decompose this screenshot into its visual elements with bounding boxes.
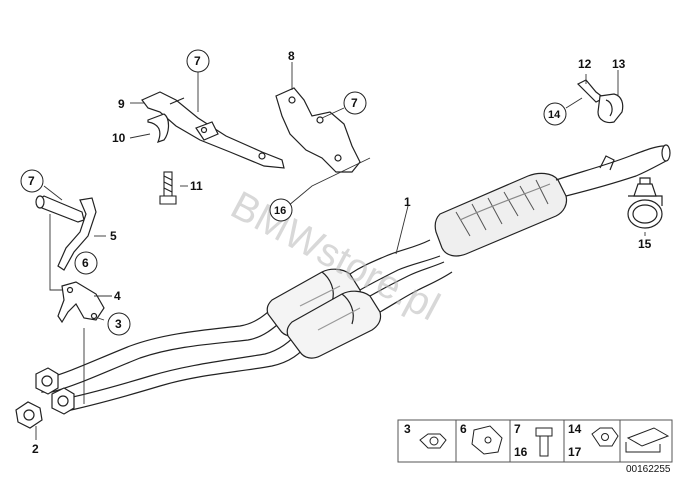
front-catalytic-converter-lower[interactable] — [286, 290, 382, 359]
callout-14: 14 — [548, 109, 561, 121]
clip-nut-icon — [471, 425, 503, 455]
callout-14-circle — [543, 102, 567, 126]
hex-nut-icon — [591, 427, 619, 447]
leader-lines — [35, 62, 646, 440]
callout-7b-circle — [186, 49, 210, 73]
callout-12: 12 — [578, 57, 592, 71]
callout-8: 8 — [288, 49, 295, 63]
callout-3: 3 — [115, 317, 122, 331]
manifold-flanges[interactable] — [35, 367, 75, 415]
legend-label-17: 17 — [568, 445, 582, 459]
callout-11: 11 — [190, 179, 203, 193]
callout-15: 15 — [638, 237, 652, 251]
callout-16: 16 — [274, 205, 286, 217]
flange-nut-icon — [419, 433, 447, 449]
callout-4: 4 — [114, 289, 121, 303]
legend-label-6: 6 — [460, 422, 467, 436]
callout-3-circle — [107, 312, 131, 336]
direction-arrow-icon — [625, 427, 670, 453]
legend-label-3: 3 — [404, 422, 411, 436]
hanger-clamp-12-13[interactable] — [576, 79, 624, 124]
support-bracket-8[interactable] — [275, 87, 361, 173]
legend-label-14: 14 — [568, 422, 582, 436]
callout-5: 5 — [110, 229, 117, 243]
hanger-bracket-assembly[interactable] — [141, 91, 285, 169]
legend-box: 3 6 7 16 14 17 — [397, 419, 673, 463]
catalog-code: 00162255 — [626, 464, 671, 475]
callout-7a: 7 — [28, 174, 35, 188]
bolt-11[interactable] — [159, 171, 177, 205]
callout-1: 1 — [404, 195, 411, 209]
callout-7c-circle — [343, 91, 367, 115]
gasket-2[interactable] — [15, 401, 43, 429]
callout-2: 2 — [32, 442, 39, 456]
callout-7b: 7 — [194, 54, 201, 68]
main-catalytic-converter[interactable] — [434, 172, 568, 257]
callout-6-circle — [74, 251, 98, 275]
legend-label-16: 16 — [514, 445, 528, 459]
callout-7a-circle — [20, 169, 44, 193]
hanger-bracket-5[interactable] — [35, 195, 97, 271]
hex-bolt-icon — [535, 427, 553, 457]
callout-16-circle — [269, 198, 293, 222]
callout-labels: 1 2 3 4 5 6 7 7 7 8 9 10 11 12 13 14 15 … — [20, 49, 652, 456]
callout-7c: 7 — [351, 96, 358, 110]
rear-pipe[interactable] — [555, 144, 671, 197]
callout-9: 9 — [118, 97, 125, 111]
y-pipe-section[interactable] — [349, 239, 453, 313]
callout-10: 10 — [112, 131, 126, 145]
callout-13: 13 — [612, 57, 626, 71]
legend-label-7: 7 — [514, 422, 521, 436]
support-bracket-4[interactable] — [57, 281, 105, 324]
callout-6: 6 — [82, 256, 89, 270]
pipe-clamp-15[interactable] — [627, 177, 663, 229]
